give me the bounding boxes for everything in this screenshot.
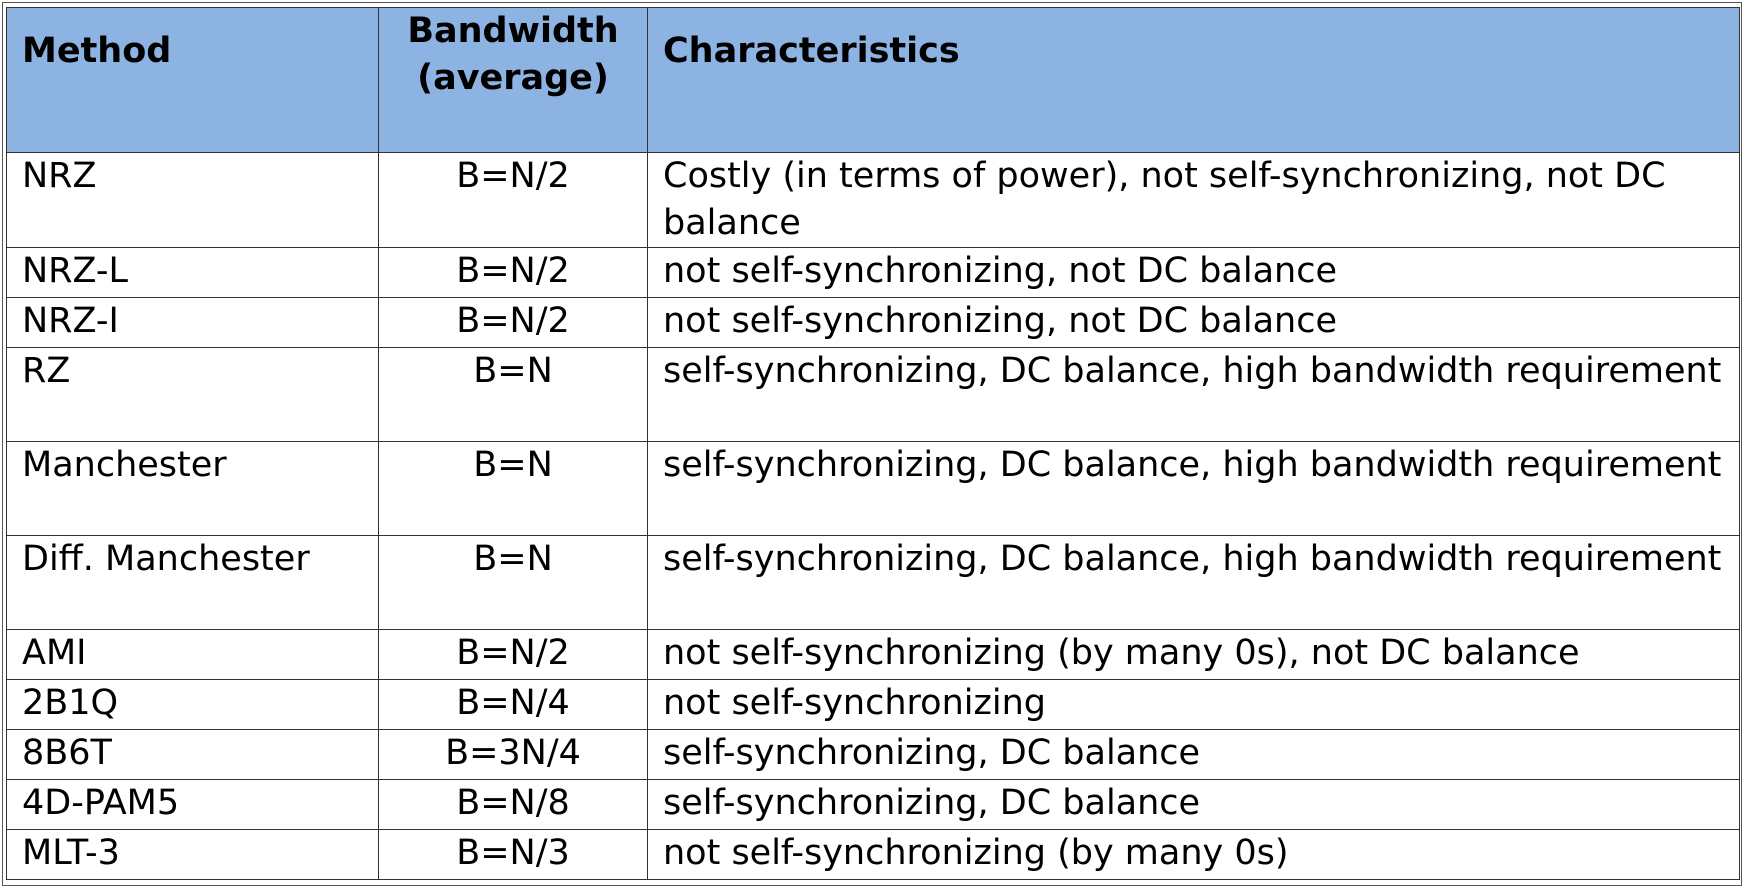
characteristics-cell: Costly (in terms of power), not self-syn… [647,152,1740,248]
table-row: 8B6T B=3N/4 self-synchronizing, DC balan… [6,729,1740,780]
table-row: 2B1Q B=N/4 not self-synchronizing [6,679,1740,730]
bandwidth-cell: B=N/8 [378,779,648,830]
characteristics-cell: not self-synchronizing, not DC balance [647,297,1740,348]
bandwidth-cell: B=N/2 [378,297,648,348]
method-cell: Diff. Manchester [6,535,379,630]
table-row: 4D-PAM5 B=N/8 self-synchronizing, DC bal… [6,779,1740,830]
table-row: MLT-3 B=N/3 not self-synchronizing (by m… [6,829,1740,880]
table-row: RZ B=N self-synchronizing, DC balance, h… [6,347,1740,442]
method-cell: 4D-PAM5 [6,779,379,830]
table-row: NRZ B=N/2 Costly (in terms of power), no… [6,152,1740,248]
bandwidth-cell: B=N/2 [378,629,648,680]
bandwidth-cell: B=3N/4 [378,729,648,780]
method-cell: NRZ-L [6,247,379,298]
header-row: Method Bandwidth (average) Characteristi… [6,7,1740,153]
table-row: Manchester B=N self-synchronizing, DC ba… [6,441,1740,536]
bandwidth-cell: B=N [378,347,648,442]
bandwidth-cell: B=N/2 [378,247,648,298]
method-cell: 2B1Q [6,679,379,730]
bandwidth-cell: B=N [378,441,648,536]
bandwidth-cell: B=N/4 [378,679,648,730]
table-row: NRZ-L B=N/2 not self-synchronizing, not … [6,247,1740,298]
characteristics-cell: self-synchronizing, DC balance, high ban… [647,441,1740,536]
encoding-methods-table: Method Bandwidth (average) Characteristi… [6,7,1740,880]
characteristics-cell: self-synchronizing, DC balance, high ban… [647,347,1740,442]
characteristics-cell: self-synchronizing, DC balance [647,729,1740,780]
characteristics-cell: self-synchronizing, DC balance, high ban… [647,535,1740,630]
characteristics-cell: not self-synchronizing (by many 0s) [647,829,1740,880]
header-method: Method [6,7,379,153]
table-row: Diff. Manchester B=N self-synchronizing,… [6,535,1740,630]
characteristics-cell: not self-synchronizing [647,679,1740,730]
method-cell: RZ [6,347,379,442]
method-cell: NRZ [6,152,379,248]
table-row: NRZ-I B=N/2 not self-synchronizing, not … [6,297,1740,348]
bandwidth-cell: B=N [378,535,648,630]
method-cell: NRZ-I [6,297,379,348]
header-characteristics: Characteristics [647,7,1740,153]
characteristics-cell: self-synchronizing, DC balance [647,779,1740,830]
characteristics-cell: not self-synchronizing (by many 0s), not… [647,629,1740,680]
method-cell: AMI [6,629,379,680]
method-cell: MLT-3 [6,829,379,880]
table-row: AMI B=N/2 not self-synchronizing (by man… [6,629,1740,680]
method-cell: Manchester [6,441,379,536]
bandwidth-cell: B=N/2 [378,152,648,248]
characteristics-cell: not self-synchronizing, not DC balance [647,247,1740,298]
bandwidth-cell: B=N/3 [378,829,648,880]
header-bandwidth: Bandwidth (average) [378,7,648,153]
method-cell: 8B6T [6,729,379,780]
